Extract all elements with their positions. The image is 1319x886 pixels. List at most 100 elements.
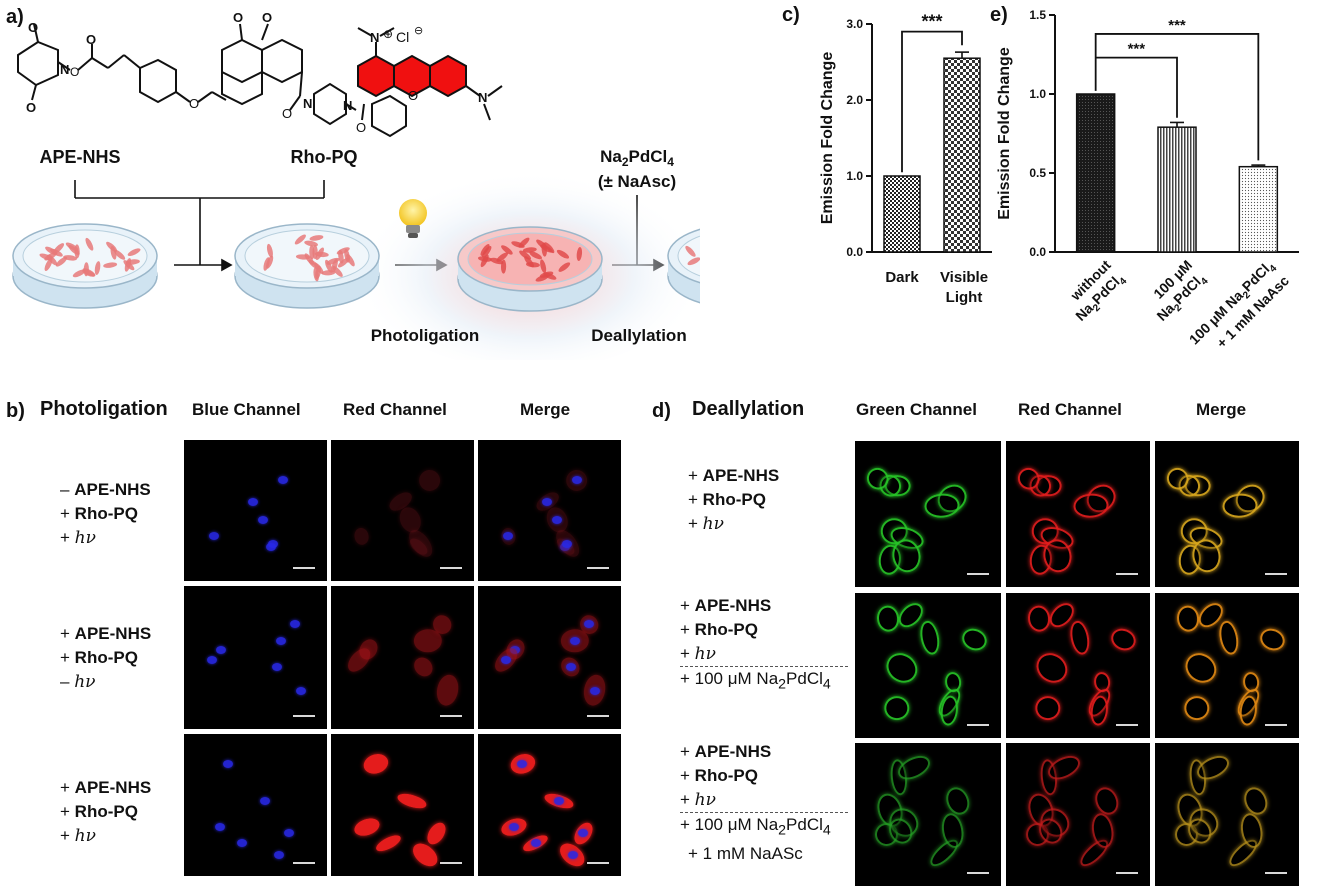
nucleus-shape: [290, 620, 301, 629]
y-tick-label: 0.5: [1029, 166, 1046, 180]
nucleus-shape: [570, 636, 581, 645]
y-tick-label: 1.5: [1029, 8, 1046, 22]
nucleus-shape: [268, 539, 279, 548]
svg-text:O: O: [262, 10, 272, 25]
micrograph-b-row1-merge: [478, 440, 621, 581]
bar: [1238, 165, 1279, 253]
cell-shape: [489, 257, 504, 265]
cell-shape: [266, 243, 273, 258]
micrograph-b-row1-blue: [184, 440, 327, 581]
svg-text:⊕: ⊕: [383, 27, 393, 41]
cell-shape: [410, 654, 437, 681]
counterion: Cl: [396, 29, 409, 45]
x-tick-label: 100 μMNa2PdCl4: [1141, 256, 1211, 326]
nucleus-shape: [257, 516, 268, 525]
nucleus-shape: [571, 476, 582, 485]
bar: [1157, 126, 1197, 253]
panel-d-col-red: Red Channel: [1018, 400, 1122, 419]
compound-rho-pq: Rho-PQ: [291, 147, 358, 167]
panel-c-label: c): [782, 4, 800, 26]
cell-shape: [55, 256, 68, 267]
panel-b-col-merge: Merge: [520, 400, 571, 419]
cell-shape: [344, 248, 350, 263]
cell-shape: [1091, 783, 1123, 818]
petri-dish-1: [12, 223, 158, 309]
cell-shape: [884, 695, 910, 721]
nucleus-shape: [577, 829, 588, 838]
cell-shape: [477, 256, 492, 262]
svg-text:N: N: [343, 98, 352, 113]
micrograph-d-row2-red: [1006, 593, 1150, 738]
micrograph-d-row1-green: [855, 441, 1001, 587]
panel-a-label: a): [6, 6, 24, 28]
cell-shape: [544, 242, 555, 254]
cell-shape: [942, 783, 974, 818]
micrograph-d-row1-merge: [1155, 441, 1299, 587]
nucleus-shape: [551, 516, 562, 525]
panel-d-row3-conditions: + APE-NHS + Rho-PQ + hν + 100 μM Na2PdCl…: [680, 740, 848, 866]
significance-label: ***: [921, 12, 942, 32]
micrograph-d-row3-green: [855, 743, 1001, 886]
cell-shape: [524, 256, 535, 268]
cell-shape: [47, 254, 58, 266]
nucleus-shape: [589, 686, 600, 695]
panel-b-label: b): [6, 400, 25, 422]
cell-shape: [63, 255, 78, 261]
y-tick-label: 0.0: [846, 245, 863, 259]
panel-d-col-green: Green Channel: [856, 400, 977, 419]
nucleus-shape: [207, 656, 218, 665]
nucleus-shape: [508, 822, 519, 831]
micrograph-d-row2-green: [855, 593, 1001, 738]
panel-d-col-merge: Merge: [1196, 400, 1247, 419]
panel-d-label: d): [652, 400, 671, 422]
svg-text:O: O: [189, 96, 199, 111]
cell-shape: [1175, 605, 1201, 634]
nucleus-shape: [277, 476, 288, 485]
cell-shape: [540, 259, 547, 274]
cell-shape: [351, 814, 382, 839]
panel-b-col-blue: Blue Channel: [192, 400, 301, 419]
cell-shape: [374, 832, 404, 855]
cell-shape: [529, 251, 542, 260]
nucleus-shape: [216, 645, 227, 654]
cell-shape: [53, 243, 65, 254]
cell-shape: [315, 247, 324, 260]
cell-shape: [123, 260, 135, 271]
cell-shape: [685, 245, 696, 257]
cell-shape: [434, 673, 462, 708]
cell-shape: [501, 245, 513, 255]
cell-shape: [558, 262, 571, 272]
nucleus-shape: [542, 497, 553, 506]
cell-shape: [395, 790, 428, 811]
svg-text:O: O: [282, 106, 292, 121]
nucleus-shape: [214, 822, 225, 831]
panel-d-row1-conditions: + APE-NHS + Rho-PQ + hν: [688, 466, 780, 534]
svg-text:N: N: [60, 62, 69, 77]
step-photoligation: Photoligation: [371, 326, 480, 345]
svg-text:N: N: [303, 96, 312, 111]
nucleus-shape: [283, 829, 294, 838]
significance-bracket: [1094, 33, 1260, 161]
cell-shape: [1031, 647, 1074, 689]
significance-bracket: [1095, 56, 1178, 118]
cell-shape: [482, 245, 492, 258]
petri-dish-3: [457, 226, 603, 312]
bar: [943, 57, 981, 253]
nucleus-shape: [562, 539, 573, 548]
cell-shape: [522, 247, 537, 253]
nucleus-shape: [276, 636, 287, 645]
micrograph-b-row3-red: [331, 734, 474, 876]
cell-shape: [360, 751, 391, 778]
micrograph-b-row3-blue: [184, 734, 327, 876]
cell-shape: [103, 262, 118, 268]
x-tick-label: Dark: [885, 269, 919, 286]
micrograph-d-row1-red: [1006, 441, 1150, 587]
nucleus-shape: [271, 663, 282, 672]
nucleus-shape: [209, 532, 220, 541]
cell-shape: [1073, 492, 1110, 519]
x-tick-label: 100 μM Na2PdCl4+ 1 mM NaAsc: [1186, 256, 1293, 363]
micrograph-d-row2-merge: [1155, 593, 1299, 738]
y-tick-label: 1.0: [1029, 87, 1046, 101]
